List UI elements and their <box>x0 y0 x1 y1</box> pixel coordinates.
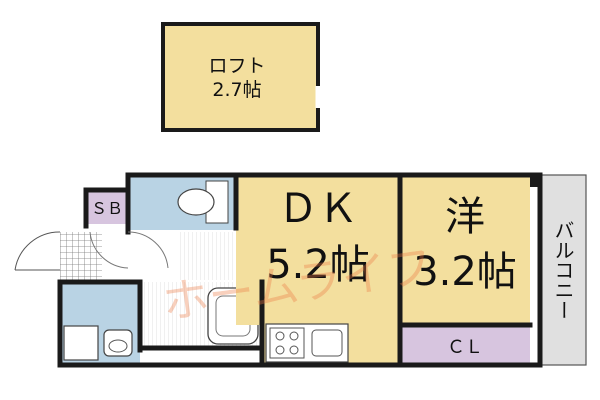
balcony-label: バルコニー <box>551 220 575 320</box>
closet: ＣＬ <box>400 325 530 365</box>
loft-name: ロフト <box>208 55 265 77</box>
window-post <box>530 175 542 187</box>
toilet-room <box>128 175 236 230</box>
toilet-door-swing <box>89 231 129 269</box>
closet-label: ＣＬ <box>447 337 483 358</box>
dk-size: 5.2帖 <box>266 242 370 288</box>
western-room: 洋 3.2帖 <box>400 175 530 325</box>
sink-icon <box>311 329 343 357</box>
basin-bowl-icon <box>108 339 128 353</box>
dk-name: ＤＫ <box>278 186 358 232</box>
sb-label: ＳＢ <box>91 199 123 218</box>
loft-size: 2.7帖 <box>212 79 261 101</box>
entrance-door <box>14 231 61 271</box>
balcony: バルコニー <box>539 174 587 366</box>
entrance-tile <box>60 232 102 280</box>
washroom <box>60 282 140 366</box>
western-name: 洋 <box>445 194 485 240</box>
western-size: 3.2帖 <box>413 249 517 295</box>
loft-room: ロフト 2.7帖 <box>161 22 321 132</box>
toilet-bowl-icon <box>177 188 215 216</box>
storage-box <box>86 190 128 224</box>
stove-icon <box>269 327 305 359</box>
washing-machine-pan <box>63 325 99 361</box>
walls <box>57 172 543 368</box>
hall-door-swing <box>127 231 169 269</box>
